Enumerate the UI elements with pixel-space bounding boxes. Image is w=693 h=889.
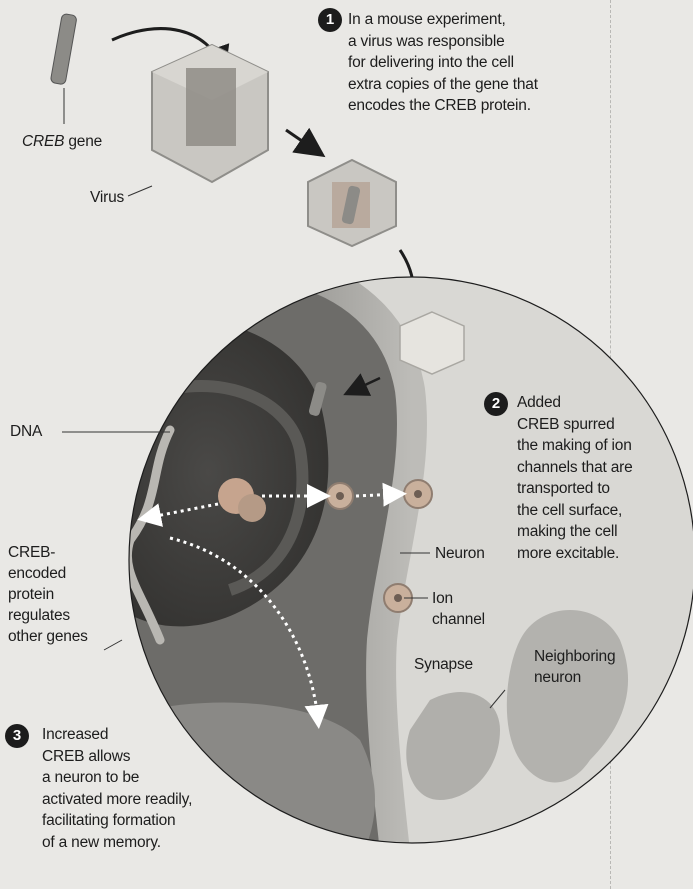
neighboring-line: neuron <box>534 667 615 688</box>
synapse-label: Synapse <box>414 654 473 675</box>
creb-gene-suffix: gene <box>64 133 102 150</box>
creb-protein-label: CREB- encoded protein regulates other ge… <box>8 542 88 647</box>
virus-label: Virus <box>90 187 124 208</box>
step-2-line: transported to <box>517 478 677 500</box>
arrow-virus-move <box>286 130 318 152</box>
step-2-line: CREB spurred <box>517 414 677 436</box>
protein-leader <box>104 640 122 650</box>
step-3-line: Increased <box>42 724 242 746</box>
step-2-line: making the cell <box>517 521 677 543</box>
step-3-line: a neuron to be <box>42 767 242 789</box>
step-3-line: of a new memory. <box>42 832 242 854</box>
step-1-text: In a mouse experiment, a virus was respo… <box>348 9 588 117</box>
neighboring-neuron-label: Neighboring neuron <box>534 646 615 688</box>
step-1-line: for delivering into the cell <box>348 52 588 74</box>
virus-small-icon <box>308 160 396 246</box>
neuron-label: Neuron <box>435 543 485 564</box>
neighboring-line: Neighboring <box>534 646 615 667</box>
step-1-badge: 1 <box>318 8 342 32</box>
step-1-line: encodes the CREB protein. <box>348 95 588 117</box>
protein-label-line: protein <box>8 584 88 605</box>
ion-channel-line: Ion <box>432 588 485 609</box>
step-3-line: CREB allows <box>42 746 242 768</box>
step-1-line: In a mouse experiment, <box>348 9 588 31</box>
step-1-line: extra copies of the gene that <box>348 74 588 96</box>
step-3-line: activated more readily, <box>42 789 242 811</box>
step-2-badge: 2 <box>484 392 508 416</box>
protein-label-line: regulates <box>8 605 88 626</box>
ion-channel-line: channel <box>432 609 485 630</box>
protein-label-line: other genes <box>8 626 88 647</box>
creb-gene-label: CREB gene <box>22 131 102 152</box>
protein-label-line: CREB- <box>8 542 88 563</box>
ion-channel-label: Ion channel <box>432 588 485 630</box>
step-2-line: the cell surface, <box>517 500 677 522</box>
step-3-badge: 3 <box>5 724 29 748</box>
step-3-line: facilitating formation <box>42 810 242 832</box>
virus-icon <box>128 45 268 196</box>
creb-gene-italic: CREB <box>22 133 64 150</box>
step-2-line: Added <box>517 392 677 414</box>
step-2-text: Added CREB spurred the making of ion cha… <box>517 392 677 564</box>
step-1-line: a virus was responsible <box>348 31 588 53</box>
protein-label-line: encoded <box>8 563 88 584</box>
step-2-line: the making of ion <box>517 435 677 457</box>
creb-gene-icon <box>50 13 77 124</box>
step-2-line: channels that are <box>517 457 677 479</box>
step-2-line: more excitable. <box>517 543 677 565</box>
step-3-text: Increased CREB allows a neuron to be act… <box>42 724 242 853</box>
dna-label: DNA <box>10 421 42 442</box>
